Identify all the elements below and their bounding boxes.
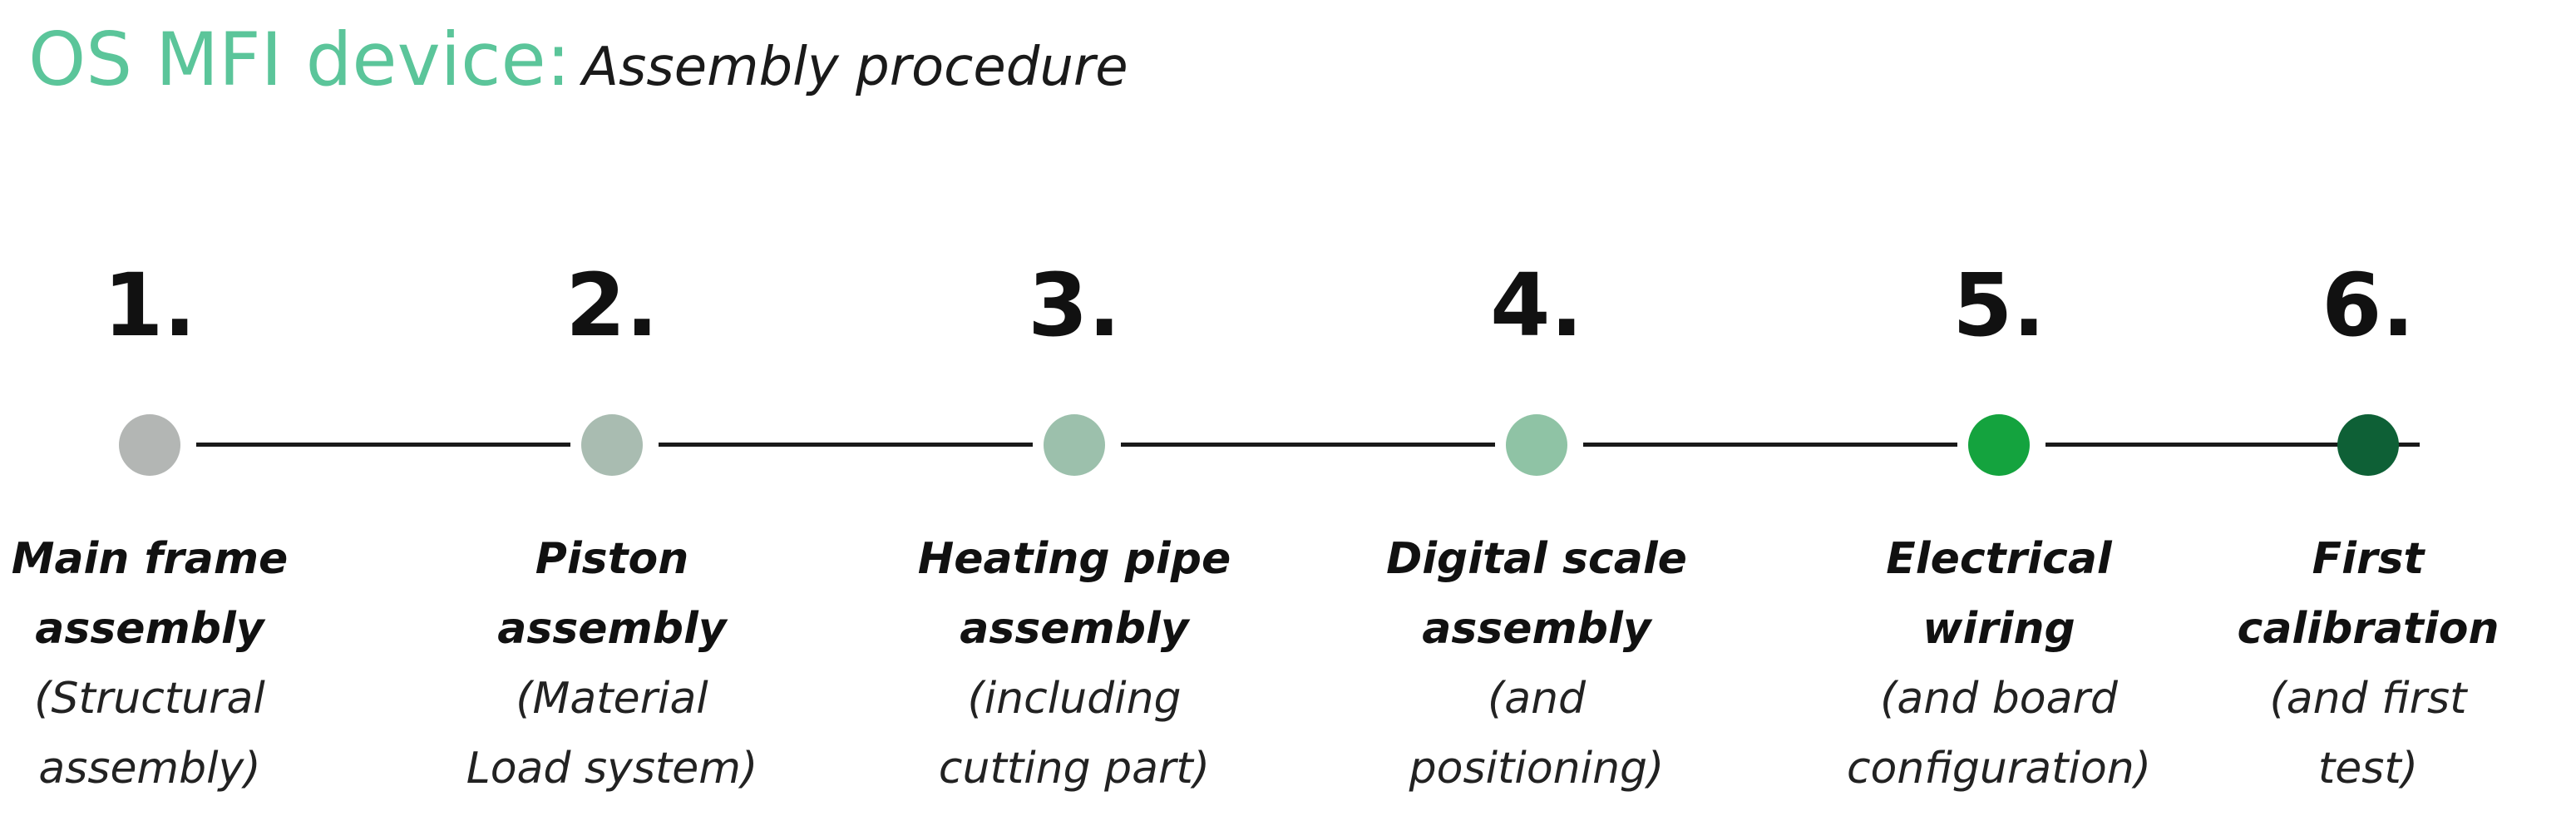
step-dot [1968, 414, 2030, 476]
step-dot [1044, 414, 1105, 476]
step-title-line: assembly [1422, 604, 1651, 654]
step-label: Electrical wiring (and board configurati… [1791, 524, 2207, 804]
step-number: 5. [1952, 255, 2046, 356]
step-title-line: assembly [497, 604, 727, 654]
title-subtitle: Assembly procedure [582, 37, 1128, 98]
timeline-connector [1583, 443, 1957, 447]
timeline-connector [1121, 443, 1495, 447]
step-label: First calibration (and first test) [2160, 524, 2576, 804]
step-title-line: Heating pipe [917, 534, 1231, 584]
timeline-connector [196, 443, 570, 447]
title-main: OS MFI device: [28, 17, 571, 102]
timeline-step: 1. Main frame assembly (Structural assem… [0, 0, 358, 831]
timeline-step: 6. First calibration (and first test) [2160, 0, 2576, 831]
step-detail-line: (and board [1880, 674, 2118, 724]
step-number: 2. [565, 255, 659, 356]
step-dot [581, 414, 643, 476]
step-title-line: calibration [2237, 604, 2500, 654]
step-label: Piston assembly (Material Load system) [404, 524, 820, 804]
timeline-step: 2. Piston assembly (Material Load system… [404, 0, 820, 831]
timeline-step: 5. Electrical wiring (and board configur… [1791, 0, 2207, 831]
timeline-step: 4. Digital scale assembly (and positioni… [1329, 0, 1744, 831]
step-number: 6. [2322, 255, 2415, 356]
step-title-line: Piston [535, 534, 689, 584]
step-number: 3. [1028, 255, 1121, 356]
step-number: 4. [1490, 255, 1583, 356]
step-detail-line: positioning) [1409, 744, 1665, 794]
step-label: Main frame assembly (Structural assembly… [0, 524, 358, 804]
step-number: 1. [103, 255, 196, 356]
step-title-line: Electrical [1886, 534, 2112, 584]
step-title-line: Digital scale [1386, 534, 1687, 584]
step-detail-line: (and first [2269, 674, 2467, 724]
step-title-line: wiring [1922, 604, 2075, 654]
step-detail-line: assembly) [38, 744, 261, 794]
step-detail-line: (Material [516, 674, 708, 724]
step-detail-line: (including [967, 674, 1182, 724]
step-title-line: First [2312, 534, 2425, 584]
step-dot [2337, 414, 2399, 476]
step-detail-line: Load system) [466, 744, 758, 794]
timeline-connector [659, 443, 1033, 447]
timeline-connector [2046, 443, 2420, 447]
step-title-line: assembly [960, 604, 1189, 654]
step-detail-line: (and [1487, 674, 1587, 724]
step-detail-line: test) [2317, 744, 2419, 794]
step-detail-line: configuration) [1846, 744, 2152, 794]
timeline-step: 3. Heating pipe assembly (including cutt… [866, 0, 1282, 831]
step-dot [1506, 414, 1567, 476]
step-label: Heating pipe assembly (including cutting… [866, 524, 1282, 804]
step-label: Digital scale assembly (and positioning) [1329, 524, 1744, 804]
step-detail-line: (Structural [34, 674, 265, 724]
step-detail-line: cutting part) [938, 744, 1211, 794]
step-title-line: Main frame [11, 534, 289, 584]
step-title-line: assembly [35, 604, 264, 654]
page-title: OS MFI device:Assembly procedure [28, 23, 1128, 123]
step-dot [119, 414, 180, 476]
